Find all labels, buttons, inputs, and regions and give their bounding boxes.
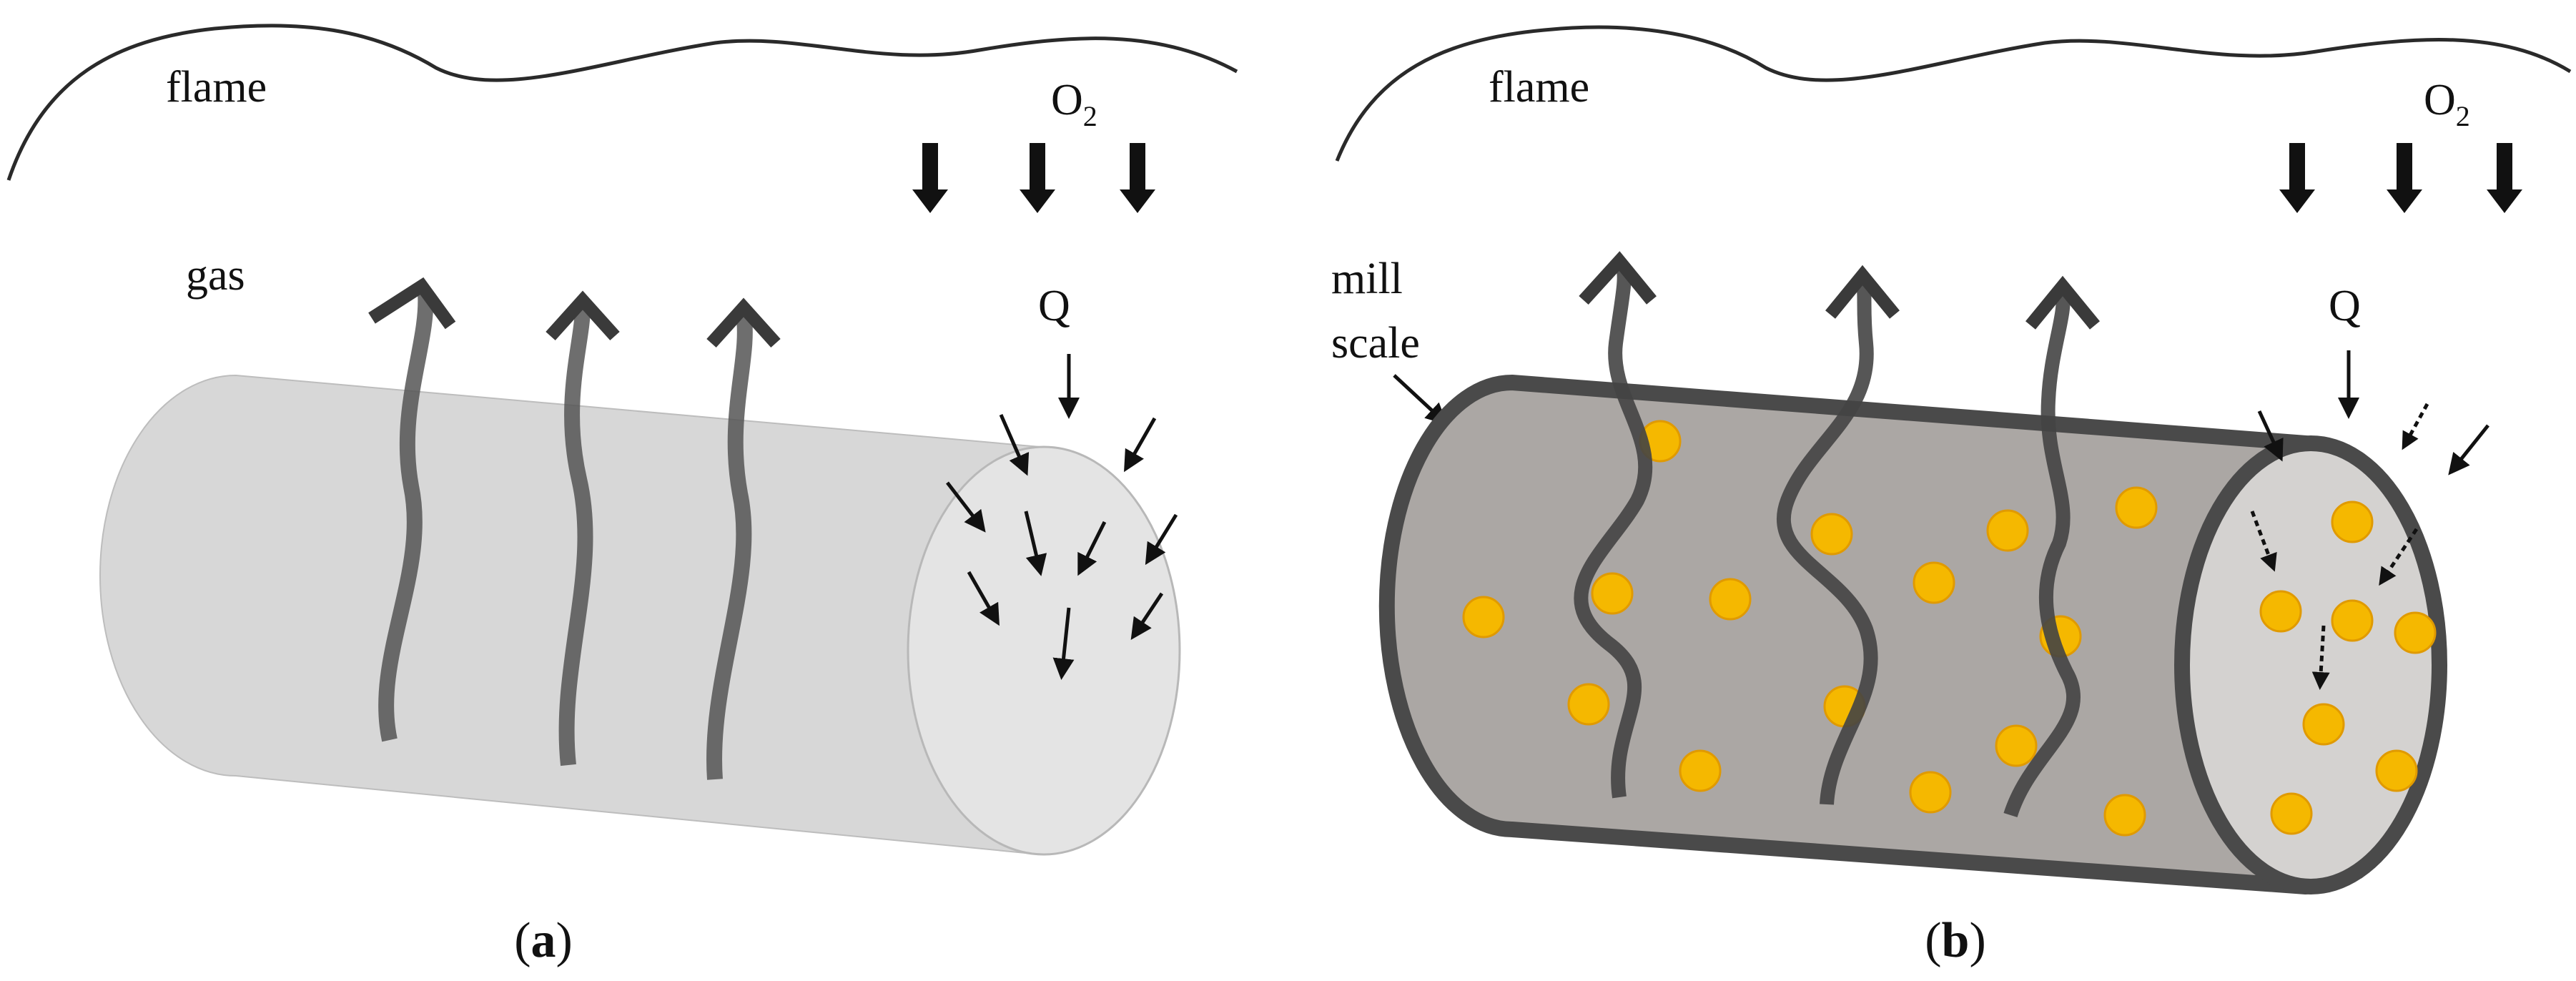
caption-a: (a) [514,913,573,968]
particle [2331,599,2374,642]
dotted-arrow-icon [2379,528,2419,586]
particle [1913,561,1955,604]
heat-arrow-icon [2257,410,2284,462]
flame-line [6,24,1238,181]
gas-paths [1574,265,2081,818]
down-block-arrow-icon [2279,143,2315,213]
gas-path [558,307,593,766]
cylinder-body [99,374,1041,856]
heat-arrow-icon [1130,592,1164,640]
particle [1567,683,1610,726]
heat-arrow-icon [1145,513,1178,566]
heat-arrow-icon [999,413,1030,476]
particle [2331,501,2374,543]
oxygen-arrows [912,143,1155,213]
caption-b: (b) [1925,913,1986,968]
down-block-arrow-icon [1020,143,1055,213]
gas-arrowheads [1579,251,2100,330]
heat-arrow-icon [1077,521,1107,576]
particle [2103,794,2146,837]
flame-line [1335,25,2572,162]
gas-path [1776,280,1878,805]
gas-path [1574,265,1653,799]
gas-path [378,292,434,742]
mill-label: mill [1331,255,1403,303]
particle [2394,611,2437,654]
up-arrow-icon [1825,265,1900,319]
dotted-arrow-icon [2311,625,2330,690]
scale-label: scale [1331,319,1420,368]
panel-b: flame O2 mill scale Q [1331,25,2572,968]
mill-scale-pointer [1393,374,1448,425]
dotted-heat-arrows [2250,403,2429,690]
up-arrow-icon [1579,251,1657,305]
heat-arrow-icon [1024,511,1047,576]
heat-arrow-icon [946,481,986,533]
particle [1709,578,1752,621]
o2-label: O2 [1051,76,1097,132]
panel-a: flame O2 gas Q [6,24,1238,968]
particle [1995,724,2038,767]
cylinder-end-face [907,445,1181,856]
particle [2259,590,2302,633]
heat-arrow-icon [1124,417,1157,473]
particle [1679,749,1722,792]
up-arrow-icon [2025,275,2100,330]
down-block-arrow-icon [2387,143,2422,213]
gas-path [2003,292,2081,818]
particle [1462,596,1505,639]
up-arrow-icon [368,277,456,330]
particle [1591,572,1634,615]
heat-arrow-icon [2448,424,2489,475]
iron-oxide-particles [1462,420,2437,837]
particle [2302,703,2345,746]
down-block-arrow-icon [1120,143,1155,213]
up-arrow-icon [546,290,620,341]
cylinder-a [99,374,1181,856]
gas-arrowheads [368,277,781,348]
cylinder-end-face [2174,435,2447,894]
particle [1986,509,2029,552]
dotted-arrow-icon [2250,511,2277,572]
particle [2270,792,2313,835]
down-block-arrow-icon [912,143,948,213]
heat-arrows [946,354,1178,680]
particle [2375,749,2418,792]
down-block-arrow-icon [2487,143,2522,213]
gas-label: gas [186,251,245,300]
dotted-arrow-icon [2402,403,2429,450]
oxygen-arrows [2279,143,2522,213]
heat-arrow-icon [1052,607,1075,680]
heat-arrow-icon [967,571,1000,626]
particle [1909,771,1952,814]
gas-paths [378,292,753,780]
o2-label: O2 [2424,76,2470,132]
flame-label: flame [1489,63,1589,112]
up-arrow-icon [706,297,781,348]
flame-label: flame [166,63,267,112]
heat-arrows [2257,350,2489,475]
particle [1810,513,1853,556]
gas-path [706,313,753,780]
cylinder-body [1378,375,2314,894]
q-label: Q [1038,282,1070,330]
particle [2115,486,2158,529]
q-label: Q [2329,282,2361,330]
